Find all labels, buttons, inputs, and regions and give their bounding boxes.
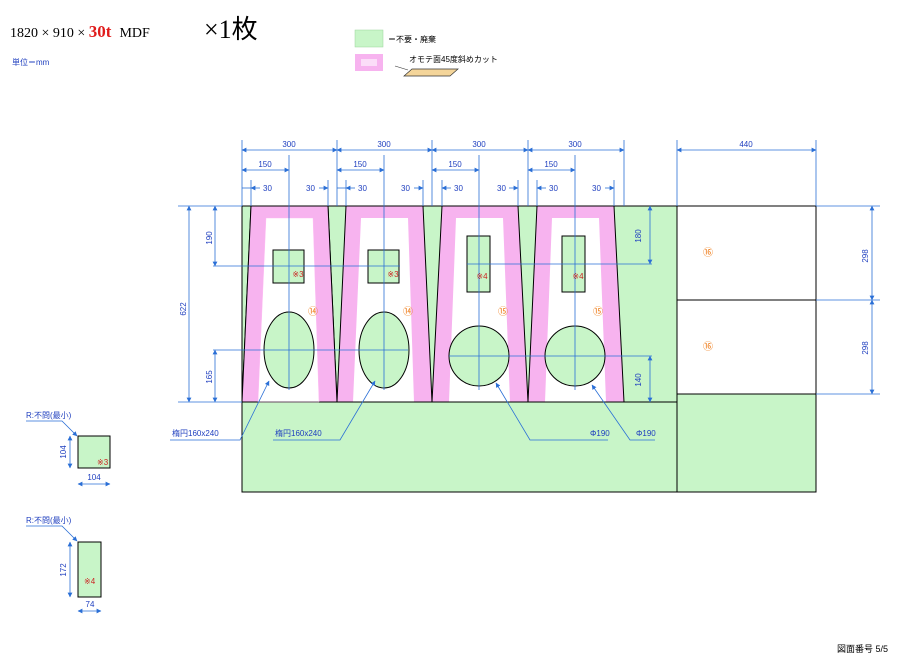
svg-text:298: 298: [861, 341, 870, 355]
svg-text:150: 150: [258, 160, 272, 169]
unit-note: 単位＝mm: [12, 57, 50, 67]
svg-text:140: 140: [634, 373, 643, 387]
centre-lines: [213, 155, 652, 390]
svg-text:30: 30: [358, 184, 367, 193]
svg-text:300: 300: [282, 140, 296, 149]
svg-text:300: 300: [568, 140, 582, 149]
hole-square: [367, 249, 400, 284]
svg-text:30: 30: [454, 184, 463, 193]
svg-text:30: 30: [592, 184, 601, 193]
spec-material: MDF: [119, 26, 150, 41]
svg-text:150: 150: [544, 160, 558, 169]
svg-text:※4: ※4: [84, 577, 96, 586]
ellipse-label: 楕円160x240: [275, 428, 322, 438]
part-16-bottom: [676, 299, 817, 395]
part-number-16: ⑯: [703, 341, 713, 353]
part-14-left: [241, 205, 338, 403]
sheet-count: ×1枚: [204, 15, 258, 44]
svg-text:30: 30: [263, 184, 272, 193]
waste-area-right: [676, 393, 817, 493]
svg-text:150: 150: [448, 160, 462, 169]
hole-mark-3: ※3: [387, 270, 399, 279]
svg-text:104: 104: [87, 473, 101, 482]
part-number-14: ⑭: [403, 306, 413, 318]
svg-text:150: 150: [353, 160, 367, 169]
top-dimensions: 300 300 300 300 440 150 150 150 150 30 3…: [241, 140, 817, 206]
svg-text:190: 190: [205, 231, 214, 245]
circle-label: Φ190: [590, 429, 610, 438]
right-dimensions: 180 140 298 298: [634, 205, 880, 403]
part-number-15: ⑮: [593, 306, 603, 318]
spec-text: 1820 × 910 × 30t MDF: [10, 22, 150, 41]
svg-text:180: 180: [634, 229, 643, 243]
part-15-right: [527, 205, 625, 403]
svg-text:30: 30: [549, 184, 558, 193]
svg-text:104: 104: [59, 445, 68, 459]
spec-thickness: 30t: [89, 22, 112, 41]
svg-text:172: 172: [59, 563, 68, 577]
part-14-right: [336, 205, 433, 403]
legend-waste-swatch: [354, 29, 384, 48]
ellipse-label: 楕円160x240: [172, 428, 219, 438]
spec-dims: 1820 × 910 ×: [10, 26, 89, 41]
main-sheet: [241, 205, 817, 493]
hole-square: [272, 249, 305, 284]
hole-mark-4: ※4: [476, 272, 488, 281]
svg-text:300: 300: [377, 140, 391, 149]
hole-callouts: 楕円160x240 楕円160x240 Φ190 Φ190: [170, 380, 656, 441]
left-dimensions: 622 190 165: [178, 205, 242, 403]
svg-text:165: 165: [205, 370, 214, 384]
hole-mark-4: ※4: [572, 272, 584, 281]
legend-waste-label: ＝不要・廃棄: [388, 34, 436, 44]
detail-rect-hole: R:不問(最小) ※4 172 74: [26, 516, 102, 614]
svg-text:440: 440: [739, 140, 753, 149]
drawing-number: 図面番号 5/5: [837, 643, 888, 654]
svg-text:30: 30: [306, 184, 315, 193]
waste-area-bottom: [241, 401, 678, 493]
svg-text:※3: ※3: [97, 458, 109, 467]
circle-label: Φ190: [636, 429, 656, 438]
part-16-top: [676, 205, 817, 301]
detail-square-hole: R:不問(最小) ※3 104 104: [26, 411, 111, 487]
svg-text:622: 622: [179, 302, 188, 316]
svg-text:R:不問(最小): R:不問(最小): [26, 411, 72, 420]
hole-mark-3: ※3: [292, 270, 304, 279]
part-15-left: [431, 205, 529, 403]
svg-text:300: 300: [472, 140, 486, 149]
svg-text:30: 30: [401, 184, 410, 193]
svg-text:30: 30: [497, 184, 506, 193]
part-number-16: ⑯: [703, 247, 713, 259]
svg-text:74: 74: [86, 600, 95, 609]
part-number-14: ⑭: [308, 306, 318, 318]
svg-text:298: 298: [861, 249, 870, 263]
legend-bevel-label: オモテ面45度斜めカット: [409, 54, 498, 64]
bevel-cut-icon: [403, 68, 459, 77]
svg-text:R:不問(最小): R:不問(最小): [26, 516, 72, 525]
part-number-15: ⑮: [498, 306, 508, 318]
